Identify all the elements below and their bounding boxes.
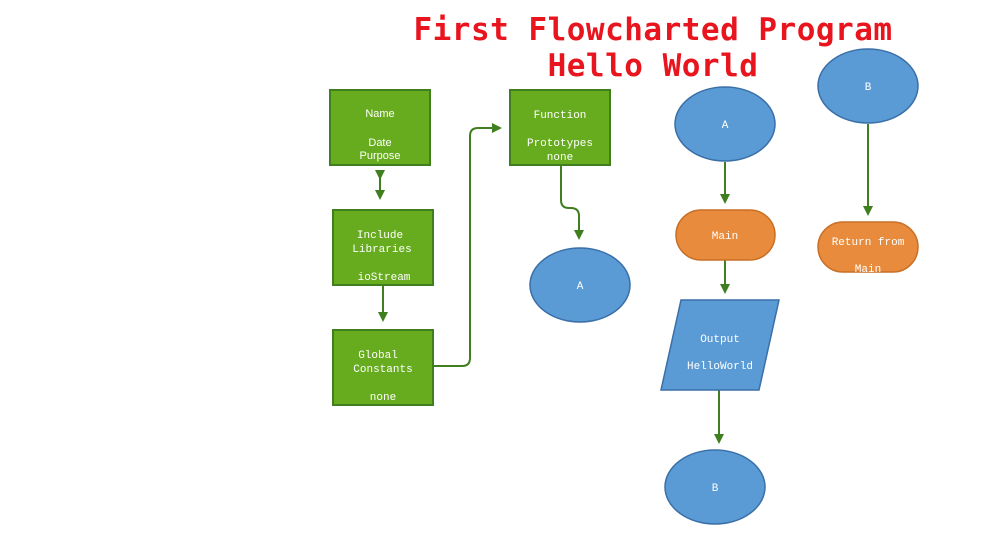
globals-process-box: Global Constants none bbox=[332, 329, 434, 406]
prototypes-label: Prototypes bbox=[527, 138, 593, 150]
output-io-shape: Output HelloWorld bbox=[660, 299, 780, 391]
return-from-label: Return from bbox=[832, 237, 905, 249]
title-line-1: First Flowcharted Program bbox=[413, 12, 893, 48]
globals-function-connector bbox=[434, 123, 502, 367]
header-purpose-label: Purpose bbox=[360, 150, 401, 162]
include-process-box: Include Libraries ioStream bbox=[332, 209, 434, 286]
globals-none-label: none bbox=[370, 392, 396, 404]
helloworld-label: HelloWorld bbox=[687, 361, 753, 373]
connector-a-top-label: A bbox=[722, 120, 729, 132]
header-name-label: Name bbox=[365, 108, 394, 120]
function-process-box: Function Prototypes none bbox=[509, 89, 611, 166]
output-label: Output bbox=[700, 334, 740, 346]
iostream-label: ioStream bbox=[358, 272, 411, 284]
global-label: Global bbox=[358, 350, 398, 362]
connector-b-bottom-label: B bbox=[712, 483, 719, 495]
connector-a-bottom-label: A bbox=[577, 281, 584, 293]
libraries-label: Libraries bbox=[352, 244, 411, 256]
header-date-label: Date bbox=[368, 137, 391, 149]
constants-label: Constants bbox=[353, 364, 412, 376]
title-line-2: Hello World bbox=[547, 48, 759, 84]
return-terminal: Return from Main bbox=[817, 221, 919, 276]
connector-a-bottom: A bbox=[529, 247, 631, 323]
connector-a-top: A bbox=[674, 86, 776, 162]
connector-b-top: B bbox=[817, 48, 919, 124]
header-process-box: Name Date Purpose bbox=[329, 89, 431, 166]
main-label: Main bbox=[712, 231, 738, 243]
include-label: Include bbox=[357, 230, 403, 242]
connector-b-bottom: B bbox=[664, 449, 766, 525]
function-a-connector bbox=[560, 166, 584, 240]
return-main-label: Main bbox=[855, 264, 881, 276]
function-label: Function bbox=[534, 110, 587, 122]
function-none-label: none bbox=[547, 152, 573, 164]
diagram-title: First Flowcharted Program Hello World bbox=[380, 12, 926, 84]
main-terminal: Main bbox=[675, 209, 776, 261]
connector-b-top-label: B bbox=[865, 82, 872, 94]
